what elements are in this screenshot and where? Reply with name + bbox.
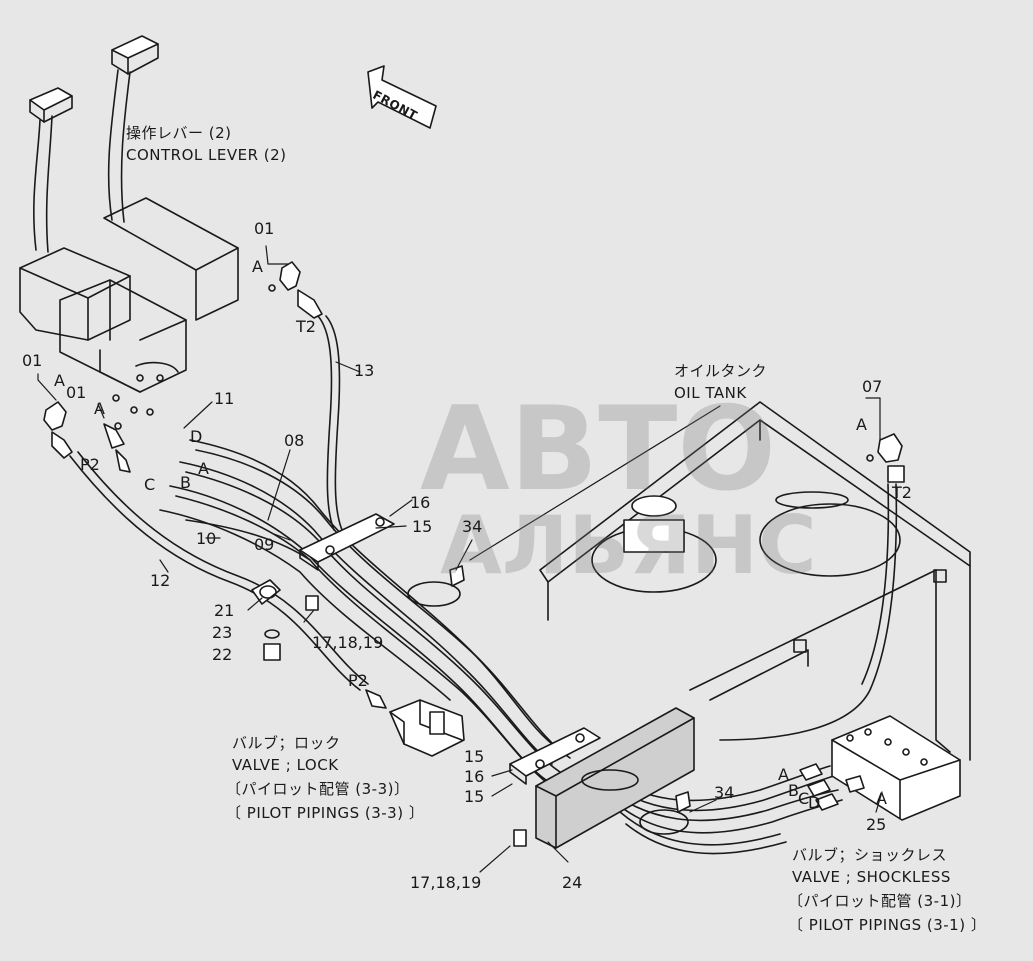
- fitting-01-top: [268, 261, 323, 319]
- clamp-16-top: [299, 513, 395, 611]
- control-lever-label-jp: 操作レバー (2): [126, 124, 232, 142]
- valve-shockless-ref-jp: 〔パイロット配管 (3-1)〕: [788, 892, 972, 910]
- callout-a-right: A: [856, 415, 867, 434]
- callout-23: 23: [212, 623, 233, 642]
- callout-12: 12: [150, 571, 171, 590]
- callout-b-valve: B: [788, 781, 799, 800]
- callout-a-valve: A: [778, 765, 789, 784]
- callout-01-top: 01: [254, 219, 275, 238]
- callout-t2-right: T2: [892, 483, 912, 502]
- control-lever-right: [107, 35, 159, 223]
- callout-b-mid: B: [180, 473, 191, 492]
- valve-lock-label-en: VALVE ; LOCK: [232, 756, 339, 774]
- callout-24: 24: [562, 873, 583, 892]
- valve-lock-ref-en: 〔 PILOT PIPINGS (3-3) 〕: [226, 804, 425, 822]
- callout-11: 11: [214, 389, 235, 408]
- callout-15-top: 15: [412, 517, 433, 536]
- callout-c-valve: C: [798, 789, 810, 808]
- valve-shockless-ref-en: 〔 PILOT PIPINGS (3-1) 〕: [788, 916, 987, 934]
- hose-13: [317, 315, 335, 531]
- callout-09: 09: [254, 535, 275, 554]
- callout-c-mid: C: [144, 475, 156, 494]
- clamp-16-bottom: [509, 727, 601, 847]
- control-lever-bases: [19, 197, 239, 430]
- valve-lock-body: [365, 689, 465, 757]
- callout-a-mid: A: [198, 459, 209, 478]
- callout-22: 22: [212, 645, 233, 664]
- callout-13: 13: [354, 361, 375, 380]
- oil-tank-label-jp: オイルタンク: [674, 362, 768, 380]
- callout-d-valve: D: [808, 793, 821, 812]
- hose-12: [69, 455, 361, 691]
- callout-a-left2: A: [94, 399, 105, 418]
- valve-shockless-body: [799, 715, 961, 821]
- oil-tank: [539, 401, 971, 761]
- valve-lock-label-jp: バルブ；ロック: [232, 734, 341, 752]
- callout-a-top: A: [252, 257, 263, 276]
- band-34-bottom: [639, 791, 691, 835]
- callout-16-top: 16: [410, 493, 431, 512]
- callout-34-top: 34: [462, 517, 483, 536]
- valve-lock-ref-jp: 〔パイロット配管 (3-3)〕: [226, 780, 410, 798]
- control-lever-left: [29, 87, 73, 253]
- callout-17-18-19-top: 17,18,19: [312, 633, 384, 652]
- band-34-top: [407, 565, 465, 607]
- valve-shockless-label-jp: バルブ；ショックレス: [792, 846, 948, 864]
- leader-lines: [37, 245, 883, 873]
- callout-a-left1: A: [54, 371, 65, 390]
- grommet-24: [535, 707, 695, 849]
- callout-08: 08: [284, 431, 305, 450]
- front-arrow-icon: [367, 65, 437, 129]
- valve-shockless-label-en: VALVE ; SHOCKLESS: [792, 868, 951, 886]
- callout-p2-bottom: P2: [348, 671, 368, 690]
- callout-p2-left: P2: [80, 455, 100, 474]
- callout-t2-top: T2: [296, 317, 316, 336]
- callout-a-valve2: A: [876, 789, 887, 808]
- callout-34-bottom: 34: [714, 783, 735, 802]
- callout-17-18-19-bottom: 17,18,19: [410, 873, 482, 892]
- callout-07: 07: [862, 377, 883, 396]
- callout-01-left: 01: [22, 351, 43, 370]
- control-lever-label-en: CONTROL LEVER (2): [126, 146, 287, 164]
- callout-25: 25: [866, 815, 887, 834]
- fitting-01-left: [43, 401, 131, 473]
- clamp-21: [251, 579, 281, 661]
- callout-21: 21: [214, 601, 235, 620]
- fitting-07-right: [719, 433, 905, 741]
- oil-tank-label-en: OIL TANK: [674, 384, 747, 402]
- callout-15-bottom2: 15: [464, 787, 485, 806]
- callout-d-left: D: [190, 427, 203, 446]
- callout-01-left2: 01: [66, 383, 87, 402]
- callout-15-bottom1: 15: [464, 747, 485, 766]
- callout-10: 10: [196, 529, 217, 548]
- callout-16-bottom: 16: [464, 767, 485, 786]
